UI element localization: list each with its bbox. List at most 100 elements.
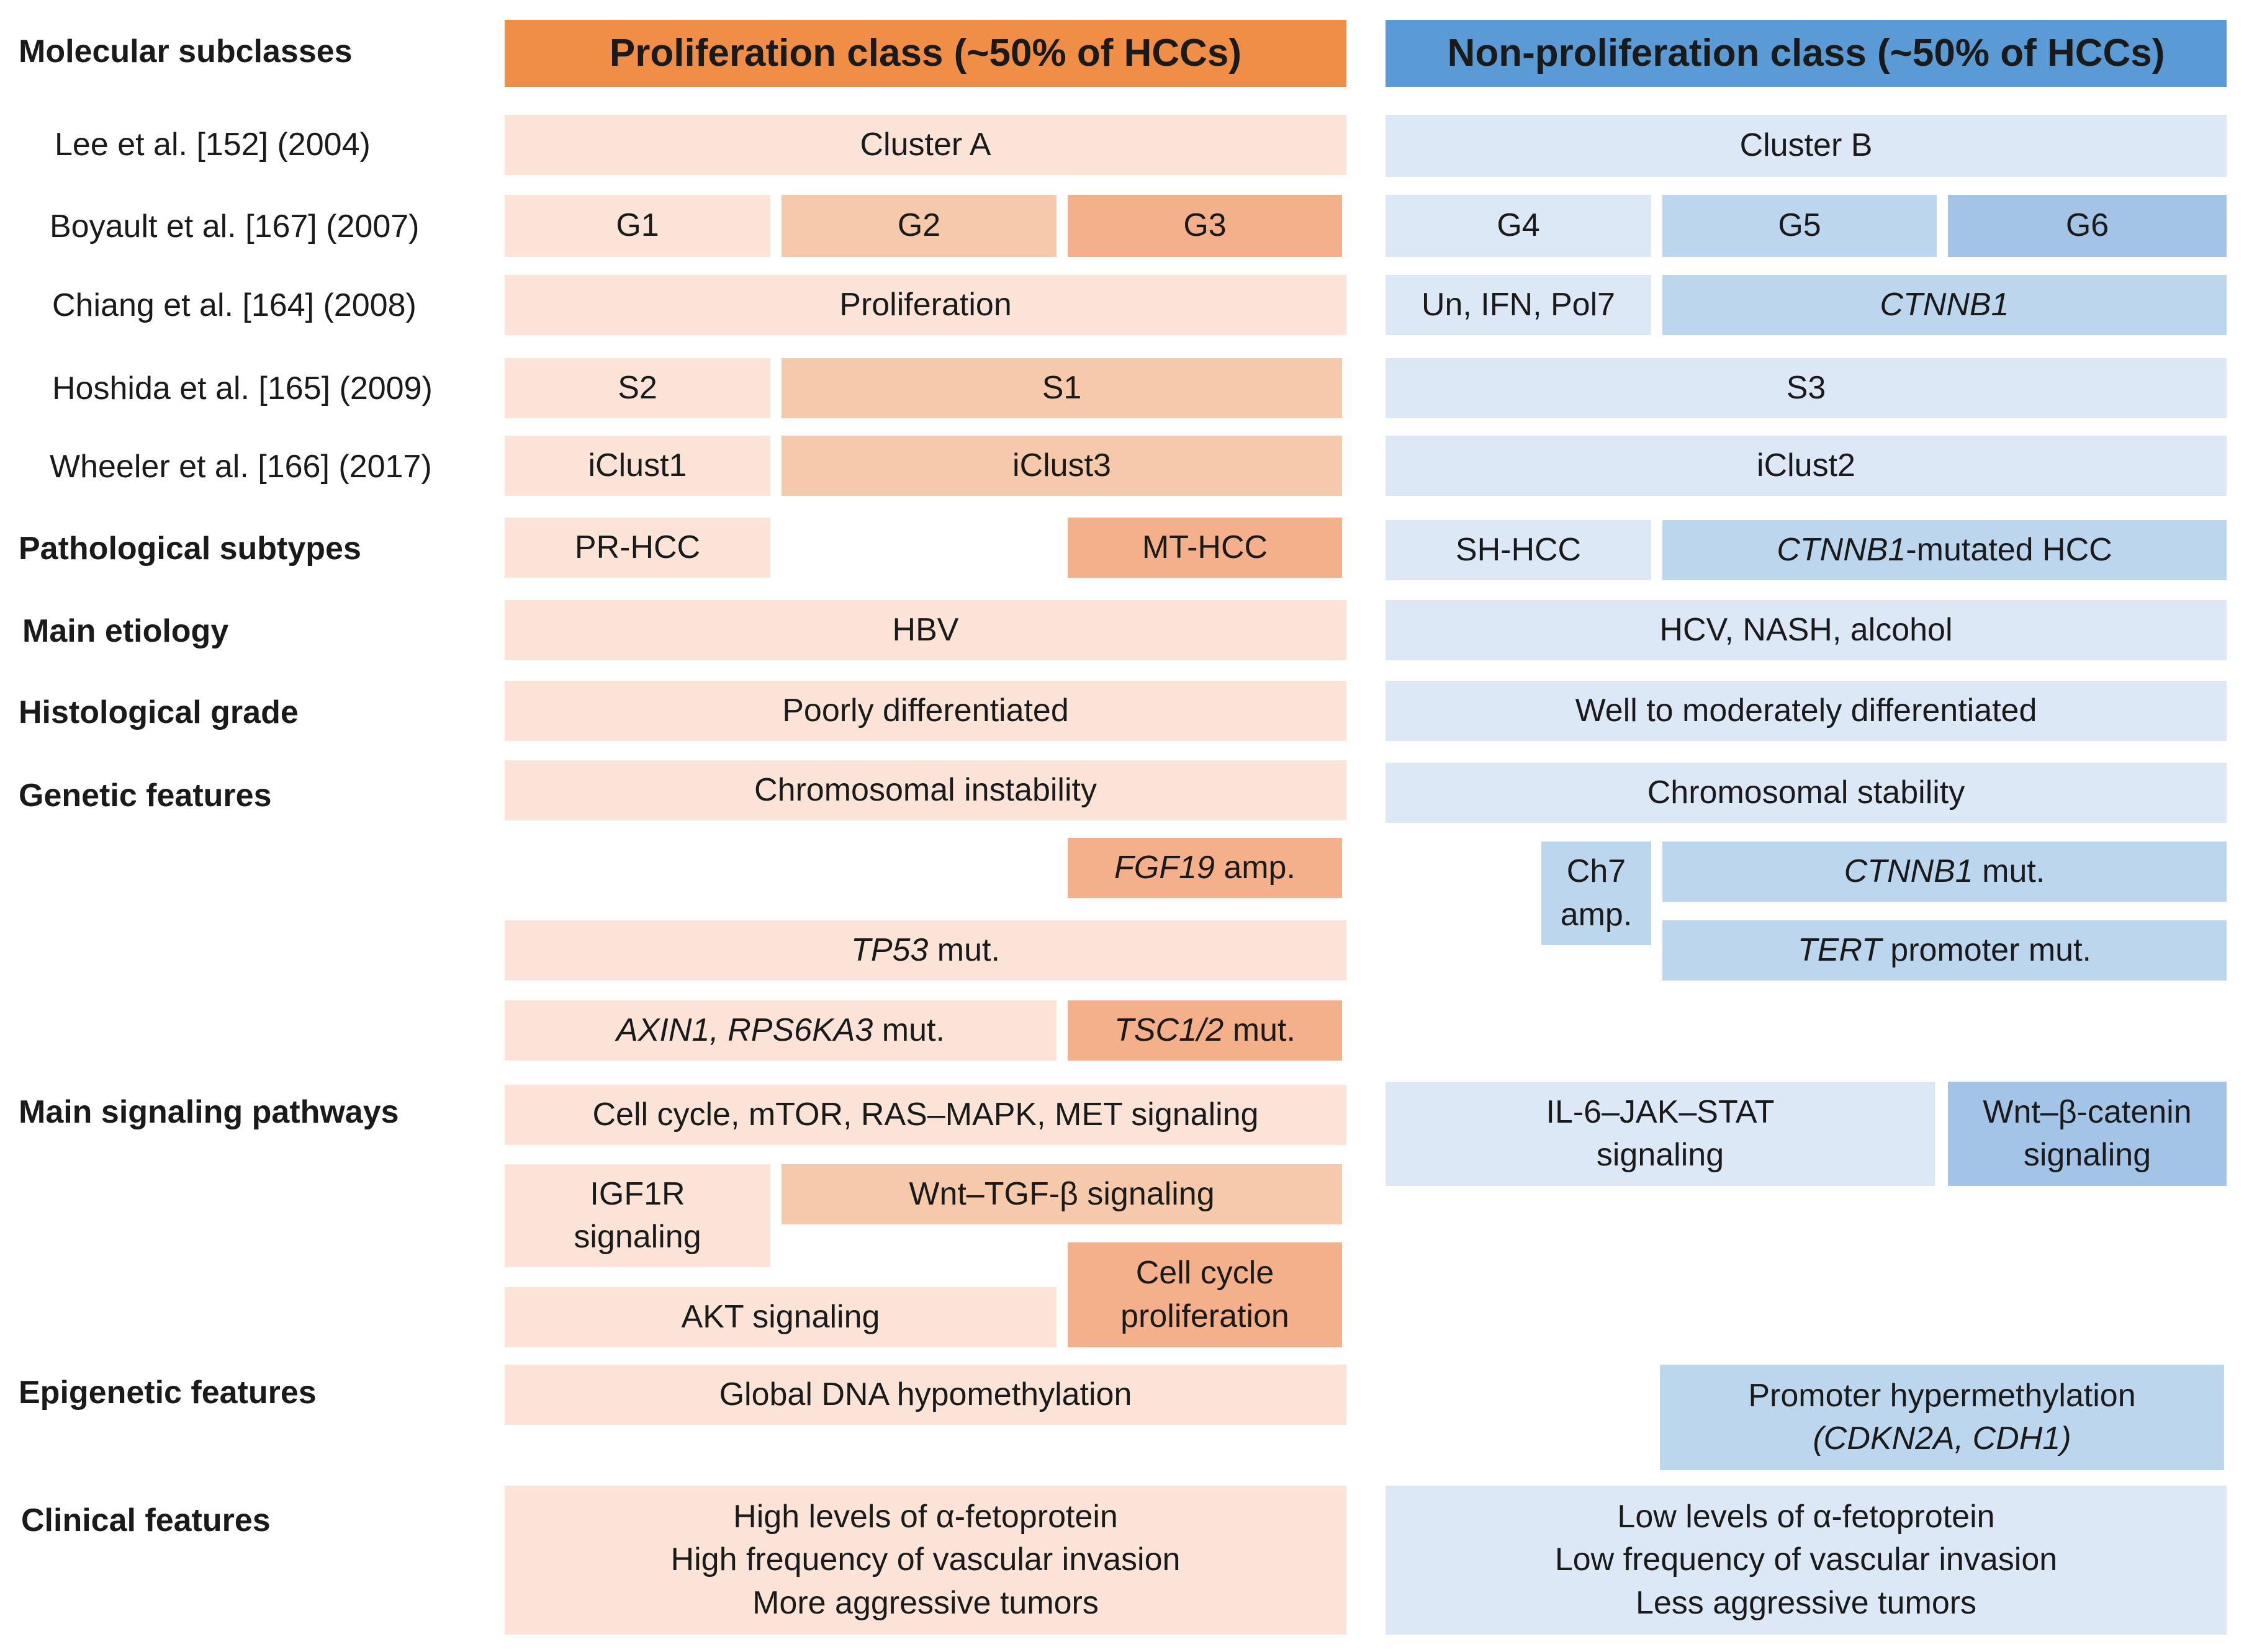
nonproliferation-clinical-box: Low levels of α-fetoprotein Low frequenc…	[1386, 1486, 2227, 1635]
iclust2-box: iClust2	[1386, 436, 2227, 496]
g5-text: G5	[1778, 207, 1821, 244]
nonproliferation-clinical-line3: Less aggressive tumors	[1635, 1584, 1977, 1621]
g3-text: G3	[1183, 207, 1227, 244]
chromosomal-stability-box: Chromosomal stability	[1386, 763, 2227, 823]
cluster-a-text: Cluster A	[860, 126, 991, 163]
promoter-hypermethylation-line2: (CDKN2A, CDH1)	[1813, 1421, 2071, 1457]
g3-box: G3	[1068, 195, 1342, 257]
mt-hcc-text: MT-HCC	[1142, 529, 1268, 565]
cluster-b-box: Cluster B	[1386, 115, 2227, 177]
il6-line2: signaling	[1596, 1137, 1724, 1173]
label-lee: Lee et al. [152] (2004)	[55, 127, 371, 163]
cell-cycle-proliferation-box: Cell cycle proliferation	[1068, 1242, 1342, 1347]
promoter-hypermethylation-line1: Promoter hypermethylation	[1748, 1377, 2136, 1414]
chromosomal-instability-box: Chromosomal instability	[505, 760, 1346, 820]
ctnnb1-mutated-hcc-box: CTNNB1-mutated HCC	[1662, 520, 2227, 580]
g2-text: G2	[897, 207, 941, 244]
poorly-differentiated-box: Poorly differentiated	[505, 681, 1346, 741]
nonproliferation-class-header: Non-proliferation class (~50% of HCCs)	[1386, 20, 2227, 87]
ctnnb1-mutated-hcc-text: CTNNB1-mutated HCC	[1777, 529, 2112, 572]
fgf19-amp-text: FGF19 amp.	[1114, 846, 1295, 889]
g6-box: G6	[1948, 195, 2227, 257]
axin1-rps6ka3-mut-box: AXIN1, RPS6KA3 mut.	[505, 1000, 1057, 1061]
iclust3-box: iClust3	[782, 436, 1342, 496]
hbv-text: HBV	[892, 611, 959, 648]
axin1-rps6ka3-mut-text: AXIN1, RPS6KA3 mut.	[616, 1009, 945, 1052]
proliferation-class-header: Proliferation class (~50% of HCCs)	[505, 20, 1346, 87]
tp53-suffix: mut.	[928, 931, 1000, 968]
sh-hcc-text: SH-HCC	[1455, 531, 1582, 568]
tsc1-2-mut-box: TSC1/2 mut.	[1068, 1000, 1342, 1061]
proliferation-clinical-line3: More aggressive tumors	[752, 1584, 1099, 1621]
ctnnb1-class-box: CTNNB1	[1662, 275, 2227, 335]
label-histological-grade: Histological grade	[19, 694, 299, 730]
tp53-gene: TP53	[851, 931, 929, 968]
global-dna-hypomethylation-text: Global DNA hypomethylation	[719, 1376, 1132, 1412]
g4-box: G4	[1386, 195, 1651, 257]
igf1r-line1: IGF1R	[590, 1175, 685, 1212]
akt-signaling-box: AKT signaling	[505, 1287, 1057, 1347]
hcv-nash-alcohol-box: HCV, NASH, alcohol	[1386, 600, 2227, 660]
poorly-differentiated-text: Poorly differentiated	[782, 692, 1069, 729]
wnt-beta-catenin-box: Wnt–β-catenin signaling	[1948, 1082, 2227, 1186]
label-boyault: Boyault et al. [167] (2007)	[50, 209, 420, 245]
label-wheeler: Wheeler et al. [166] (2017)	[50, 449, 432, 485]
fgf19-gene: FGF19	[1114, 849, 1215, 886]
s2-box: S2	[505, 358, 770, 418]
wnt-beta-catenin-line2: signaling	[2023, 1137, 2152, 1173]
nonproliferation-class-header-text: Non-proliferation class (~50% of HCCs)	[1447, 31, 2165, 74]
ch7-line2: amp.	[1560, 896, 1633, 933]
ch7-line1: Ch7	[1566, 853, 1626, 890]
ctnnb1-mutated-gene: CTNNB1	[1777, 531, 1906, 568]
g5-box: G5	[1662, 195, 1937, 257]
tsc1-2-mut-text: TSC1/2 mut.	[1114, 1009, 1295, 1052]
pr-hcc-box: PR-HCC	[505, 518, 770, 578]
il6-line1: IL-6–JAK–STAT	[1546, 1093, 1775, 1130]
chromosomal-instability-text: Chromosomal instability	[754, 771, 1097, 808]
hbv-box: HBV	[505, 600, 1346, 660]
tsc-suffix: mut.	[1223, 1012, 1295, 1048]
label-molecular-subclasses: Molecular subclasses	[19, 34, 353, 70]
axin1-rps6ka3-genes: AXIN1, RPS6KA3	[616, 1012, 873, 1048]
iclust3-text: iClust3	[1012, 447, 1111, 483]
fgf19-amp-box: FGF19 amp.	[1068, 838, 1342, 898]
cluster-b-text: Cluster B	[1739, 127, 1873, 164]
label-pathological-subtypes: Pathological subtypes	[19, 531, 361, 567]
fgf19-suffix: amp.	[1214, 849, 1295, 886]
proliferation-clinical-box: High levels of α-fetoprotein High freque…	[505, 1486, 1346, 1635]
nonproliferation-clinical-line2: Low frequency of vascular invasion	[1554, 1542, 2058, 1578]
tp53-mut-text: TP53 mut.	[851, 929, 1000, 972]
ctnnb1-mut-box: CTNNB1 mut.	[1662, 842, 2227, 902]
s3-box: S3	[1386, 358, 2227, 418]
ctnnb1-mut-text: CTNNB1 mut.	[1844, 850, 2045, 893]
igf1r-line2: signaling	[574, 1219, 701, 1255]
well-differentiated-box: Well to moderately differentiated	[1386, 681, 2227, 741]
cell-cycle-mtor-box: Cell cycle, mTOR, RAS–MAPK, MET signalin…	[505, 1085, 1346, 1145]
tert-suffix: promoter mut.	[1881, 931, 2091, 968]
label-hoshida: Hoshida et al. [165] (2009)	[52, 370, 433, 406]
promoter-hypermethylation-box: Promoter hypermethylation (CDKN2A, CDH1)	[1660, 1365, 2224, 1470]
label-main-signaling-pathways: Main signaling pathways	[19, 1094, 399, 1130]
global-dna-hypomethylation-box: Global DNA hypomethylation	[505, 1365, 1346, 1425]
cell-cycle-proliferation-line2: proliferation	[1120, 1298, 1289, 1334]
un-ifn-pol7-text: Un, IFN, Pol7	[1421, 286, 1616, 323]
tert-gene: TERT	[1798, 931, 1881, 968]
mt-hcc-box: MT-HCC	[1068, 518, 1342, 578]
hcv-nash-alcohol-text: HCV, NASH, alcohol	[1659, 611, 1953, 648]
sh-hcc-box: SH-HCC	[1386, 520, 1651, 580]
s1-box: S1	[782, 358, 1342, 418]
proliferation-clinical-line2: High frequency of vascular invasion	[670, 1542, 1181, 1578]
g2-box: G2	[782, 195, 1057, 257]
tert-promoter-mut-box: TERT promoter mut.	[1662, 920, 2227, 981]
label-clinical-features: Clinical features	[21, 1502, 271, 1538]
ctnnb1-mut-gene: CTNNB1	[1844, 853, 1973, 889]
nonproliferation-clinical-line1: Low levels of α-fetoprotein	[1617, 1499, 1995, 1535]
tert-promoter-mut-text: TERT promoter mut.	[1798, 929, 2091, 972]
tp53-mut-box: TP53 mut.	[505, 920, 1346, 981]
s2-text: S2	[618, 369, 657, 406]
g1-box: G1	[505, 195, 770, 257]
un-ifn-pol7-box: Un, IFN, Pol7	[1386, 275, 1651, 335]
iclust2-text: iClust2	[1757, 447, 1855, 483]
iclust1-box: iClust1	[505, 436, 770, 496]
